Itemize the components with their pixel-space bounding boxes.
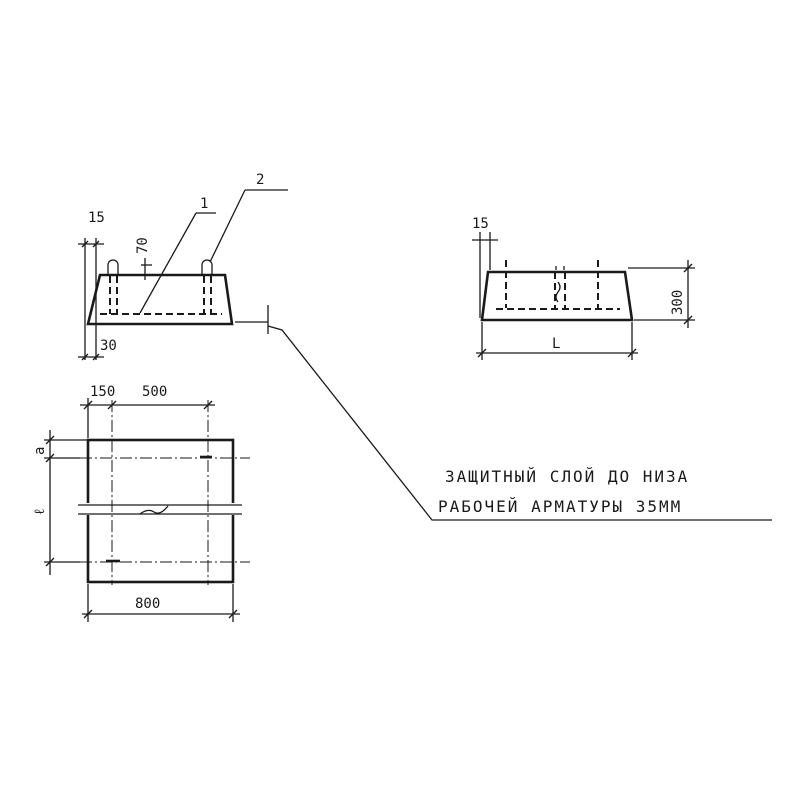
- tick-500-right: [203, 400, 213, 410]
- note-leader: [267, 325, 772, 521]
- tick-300-bottom: [683, 315, 693, 325]
- tick-150-left: [83, 400, 93, 410]
- tick-L-right: [627, 348, 637, 358]
- tick-a-top: [45, 435, 55, 445]
- side-dim-top-label: 15: [88, 210, 105, 226]
- note-line-1: ЗАЩИТНЫЙ СЛОЙ ДО НИЗА: [445, 467, 689, 486]
- plan-dim-mid-label: 500: [142, 384, 167, 400]
- note-group: ЗАЩИТНЫЙ СЛОЙ ДО НИЗА РАБОЧЕЙ АРМАТУРЫ 3…: [267, 325, 772, 521]
- long-view: 15 300 L: [472, 216, 695, 360]
- side-dim-height-label: 70: [135, 237, 151, 254]
- tick-800-right: [228, 609, 238, 619]
- lifting-loop-right: [201, 259, 213, 275]
- tick-150-right: [107, 400, 117, 410]
- long-dim-height-label: 300: [670, 290, 686, 315]
- plan-dim-a-label: a: [32, 447, 48, 455]
- break-marks: [555, 266, 565, 270]
- tick-4: [92, 353, 100, 361]
- break-symbol: [555, 281, 561, 303]
- long-dim-top-label: 15: [472, 216, 489, 232]
- tick-1: [81, 240, 89, 248]
- tick-3: [81, 353, 89, 361]
- plan-break-gap: [80, 503, 240, 515]
- tick-l-bottom: [45, 557, 55, 567]
- plan-dim-width-label: 800: [135, 596, 160, 612]
- tick-300-top: [683, 263, 693, 273]
- plan-view: 150 500 800 a ℓ: [32, 384, 250, 622]
- tick-a-bottom: [45, 453, 55, 463]
- lifting-loop-left: [107, 259, 119, 275]
- side-dim-bottom-label: 30: [100, 338, 117, 354]
- note-line-2: РАБОЧЕЙ АРМАТУРЫ 35ММ: [438, 497, 682, 516]
- leader-2: [209, 189, 246, 263]
- tick-L-left: [477, 348, 487, 358]
- plan-break-symbol: [139, 505, 169, 515]
- callout-1: 1: [200, 196, 208, 212]
- callout-2: 2: [256, 172, 264, 188]
- leader-1: [139, 212, 197, 314]
- plan-dim-l-label: ℓ: [32, 508, 48, 515]
- side-view: 15 30 70 1 2: [78, 172, 288, 361]
- tick-800-left: [83, 609, 93, 619]
- plan-dim-left-label: 150: [90, 384, 115, 400]
- long-dim-length-label: L: [552, 336, 560, 352]
- tick-2: [92, 240, 100, 248]
- long-view-outline: [480, 270, 634, 322]
- side-view-outline: [86, 273, 234, 326]
